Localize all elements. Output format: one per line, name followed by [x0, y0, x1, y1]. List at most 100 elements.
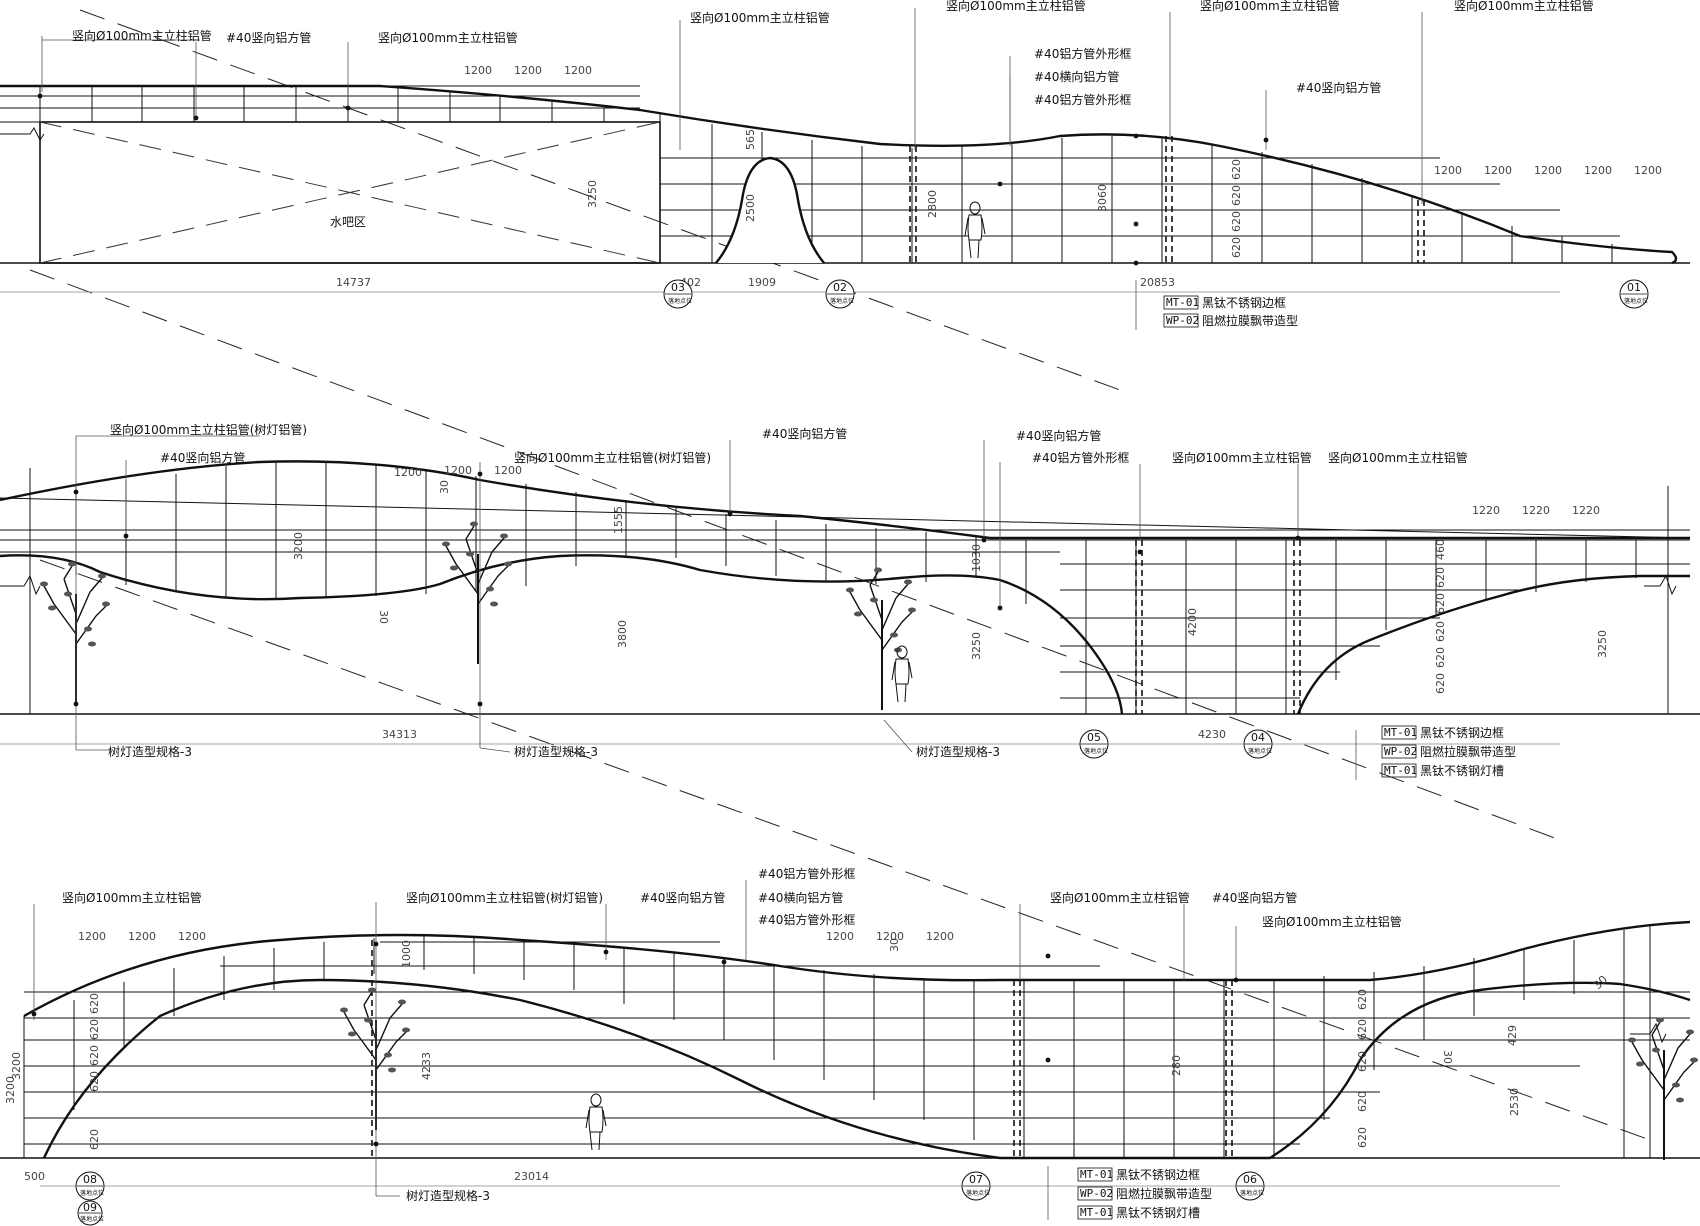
dimension-1200: 1200 — [876, 930, 904, 943]
material-legend: MT-01 黑钛不锈钢边框 WP-02 阻燃拉膜飘带造型 MT-01 黑钛不锈钢… — [1381, 725, 1516, 778]
callout-main-column: 竖向Ø100mm主立柱铝管 — [1454, 0, 1594, 13]
material-legend: MT-01 黑钛不锈钢边框 WP-02 阻燃拉膜飘带造型 MT-01 黑钛不锈钢… — [1077, 1167, 1212, 1220]
callout-main-column: 竖向Ø100mm主立柱铝管 — [1200, 0, 1340, 13]
dimension-height: 565 — [744, 129, 757, 150]
svg-text:07: 07 — [969, 1173, 983, 1186]
dimension-height: 620 — [1356, 1127, 1369, 1148]
ground-point-marker-09: 09 落地点位 — [77, 1200, 104, 1226]
svg-text:落地点位: 落地点位 — [1084, 747, 1108, 755]
svg-text:落地点位: 落地点位 — [668, 297, 692, 305]
dimension-1200: 1200 — [926, 930, 954, 943]
dimension-height: 30 — [1441, 1050, 1454, 1064]
svg-text:WP-02: WP-02 — [1384, 745, 1417, 758]
svg-text:落地点位: 落地点位 — [1624, 297, 1648, 305]
svg-text:MT-01: MT-01 — [1080, 1206, 1113, 1219]
svg-text:黑钛不锈钢边框: 黑钛不锈钢边框 — [1116, 1167, 1200, 1182]
dimension-width: 1909 — [748, 276, 776, 289]
svg-text:01: 01 — [1627, 281, 1641, 294]
callout-main-column: 竖向Ø100mm主立柱铝管 — [378, 30, 518, 45]
dimension-width: 20853 — [1140, 276, 1175, 289]
callout-tree-lamp: 树灯造型规格-3 — [916, 744, 1000, 759]
dimension-1200: 1200 — [128, 930, 156, 943]
svg-text:落地点位: 落地点位 — [830, 297, 854, 305]
callout-main-column: 竖向Ø100mm主立柱铝管 — [946, 0, 1086, 13]
callout-frame: #40铝方管外形框 — [1034, 46, 1131, 61]
callout-square-tube: #40竖向铝方管 — [762, 426, 847, 441]
dimension-1200: 1200 — [178, 930, 206, 943]
dimension-height: 4233 — [420, 1052, 433, 1080]
dimension-height: 620 — [1230, 159, 1243, 180]
svg-text:落地点位: 落地点位 — [1248, 747, 1272, 755]
callout-frame: #40铝方管外形框 — [1032, 450, 1129, 465]
dimension-1200: 1200 — [1584, 164, 1612, 177]
svg-text:落地点位: 落地点位 — [80, 1215, 104, 1223]
dimension-height: 3250 — [970, 632, 983, 660]
callout-square-tube: #40竖向铝方管 — [1212, 890, 1297, 905]
dimension-height: 1000 — [400, 940, 413, 968]
svg-text:黑钛不锈钢灯槽: 黑钛不锈钢灯槽 — [1420, 763, 1504, 778]
callout-square-tube: #40竖向铝方管 — [1296, 80, 1381, 95]
dimension-height: 30 — [438, 480, 451, 494]
dimension-1200: 1200 — [564, 64, 592, 77]
svg-text:MT-01: MT-01 — [1384, 726, 1417, 739]
svg-text:02: 02 — [833, 281, 847, 294]
diagonal-dashed-lines — [29, 9, 1651, 1141]
dimension-height: 620 — [1230, 237, 1243, 258]
svg-text:落地点位: 落地点位 — [80, 1189, 104, 1197]
dimension-height: 3200 — [4, 1076, 17, 1104]
dimension-height: 30 — [888, 938, 901, 952]
callout-main-column: 竖向Ø100mm主立柱铝管 — [62, 890, 202, 905]
callout-frame: #40铝方管外形框 — [758, 866, 855, 881]
callout-main-column-tree: 竖向Ø100mm主立柱铝管(树灯铝管) — [514, 450, 711, 465]
dimension-1200: 1200 — [444, 464, 472, 477]
dimension-height: 620 — [1356, 1091, 1369, 1112]
elevation-2: 竖向Ø100mm主立柱铝管(树灯铝管) #40竖向铝方管 竖向Ø100mm主立柱… — [0, 422, 1700, 780]
elevation-1: 竖向Ø100mm主立柱铝管 #40竖向铝方管 竖向Ø100mm主立柱铝管 竖向Ø… — [0, 0, 1690, 330]
dimension-height: 620 — [1434, 593, 1447, 614]
material-legend: MT-01 黑钛不锈钢边框 WP-02 阻燃拉膜飘带造型 — [1163, 295, 1298, 328]
ground-point-marker-07: 07 落地点位 — [961, 1171, 991, 1201]
svg-text:落地点位: 落地点位 — [966, 1189, 990, 1197]
dimension-height: 3060 — [1096, 184, 1109, 212]
dimension-height: 620 — [88, 1019, 101, 1040]
ground-point-marker-02: 02 落地点位 — [825, 279, 855, 309]
ground-point-marker-05: 05 落地点位 — [1079, 729, 1109, 759]
callout-main-column-tree: 竖向Ø100mm主立柱铝管(树灯铝管) — [406, 890, 603, 905]
svg-text:09: 09 — [83, 1201, 97, 1214]
callout-frame: #40铝方管外形框 — [758, 912, 855, 927]
svg-text:05: 05 — [1087, 731, 1101, 744]
svg-text:MT-01: MT-01 — [1384, 764, 1417, 777]
dimension-height: 429 — [1506, 1025, 1519, 1046]
ground-point-marker-01: 01 落地点位 — [1619, 279, 1649, 309]
callout-main-column-tree: 竖向Ø100mm主立柱铝管(树灯铝管) — [110, 422, 307, 437]
svg-text:黑钛不锈钢灯槽: 黑钛不锈钢灯槽 — [1116, 1205, 1200, 1220]
dimension-1200: 1200 — [1534, 164, 1562, 177]
elevation-3: 竖向Ø100mm主立柱铝管 竖向Ø100mm主立柱铝管(树灯铝管) #40竖向铝… — [0, 866, 1700, 1226]
svg-text:阻燃拉膜飘带造型: 阻燃拉膜飘带造型 — [1202, 313, 1298, 328]
dimension-height: 620 — [1356, 1051, 1369, 1072]
dimension-width: 23014 — [514, 1170, 549, 1183]
dimension-1200: 1200 — [1484, 164, 1512, 177]
dimension-1200: 1200 — [494, 464, 522, 477]
dimension-width: 14737 — [336, 276, 371, 289]
svg-text:MT-01: MT-01 — [1080, 1168, 1113, 1181]
dimension-1200: 1200 — [1634, 164, 1662, 177]
dimension-height: 620 — [1434, 621, 1447, 642]
svg-text:阻燃拉膜飘带造型: 阻燃拉膜飘带造型 — [1116, 1186, 1212, 1201]
dimension-height: 620 — [1356, 1019, 1369, 1040]
svg-text:03: 03 — [671, 281, 685, 294]
callout-horizontal-tube: #40横向铝方管 — [758, 890, 843, 905]
dimension-width: 4230 — [1198, 728, 1226, 741]
svg-text:MT-01: MT-01 — [1166, 296, 1199, 309]
callout-tree-lamp: 树灯造型规格-3 — [108, 744, 192, 759]
dimension-height: 620 — [88, 1071, 101, 1092]
callout-square-tube: #40竖向铝方管 — [226, 30, 311, 45]
callout-main-column: 竖向Ø100mm主立柱铝管 — [1172, 450, 1312, 465]
dimension-1220: 1220 — [1472, 504, 1500, 517]
dimension-height: 3250 — [586, 180, 599, 208]
dimension-1200: 1200 — [826, 930, 854, 943]
dimension-height: 30 — [1591, 973, 1610, 992]
svg-text:黑钛不锈钢边框: 黑钛不锈钢边框 — [1202, 295, 1286, 310]
ground-point-marker-08: 08 落地点位 — [75, 1171, 105, 1201]
